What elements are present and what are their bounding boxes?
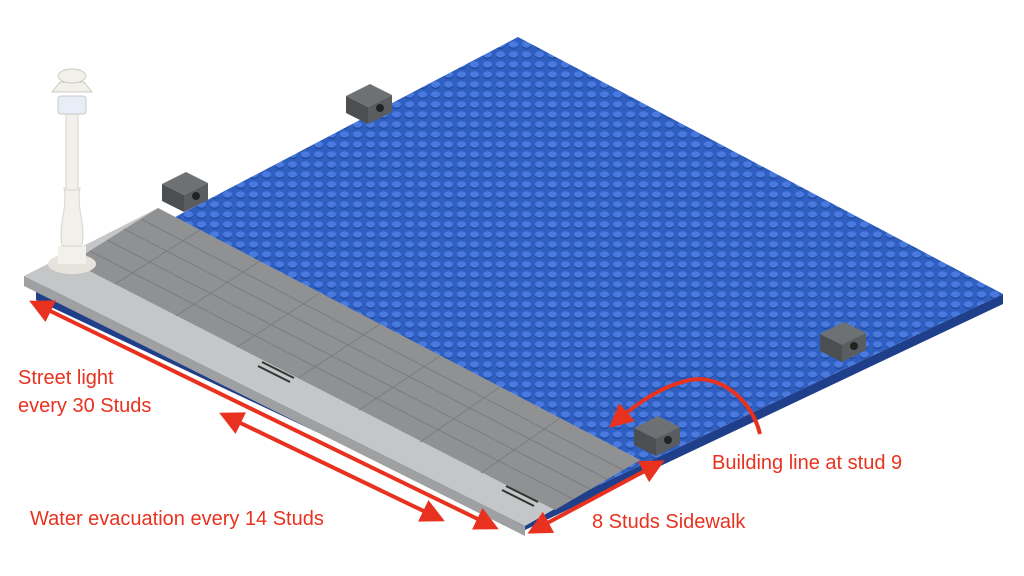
building-line-curved-arrow <box>608 377 762 435</box>
technic-brick <box>162 172 208 212</box>
technic-brick <box>820 322 866 362</box>
annotation-arrows <box>29 300 762 534</box>
technic-brick <box>346 84 392 124</box>
sidewalk-width-label: 8 Studs Sidewalk <box>592 511 746 533</box>
street-light-spacing-label: every 30 Studs <box>18 395 152 417</box>
technic-brick <box>634 416 680 456</box>
sidewalk-width-arrow <box>527 460 665 534</box>
street-light <box>48 68 96 274</box>
water-evacuation-spacing-arrow <box>219 412 445 522</box>
street-light-label: Street light <box>18 367 114 389</box>
building-line-label: Building line at stud 9 <box>712 452 903 474</box>
water-evacuation-label: Water evacuation every 14 Studs <box>30 508 324 530</box>
